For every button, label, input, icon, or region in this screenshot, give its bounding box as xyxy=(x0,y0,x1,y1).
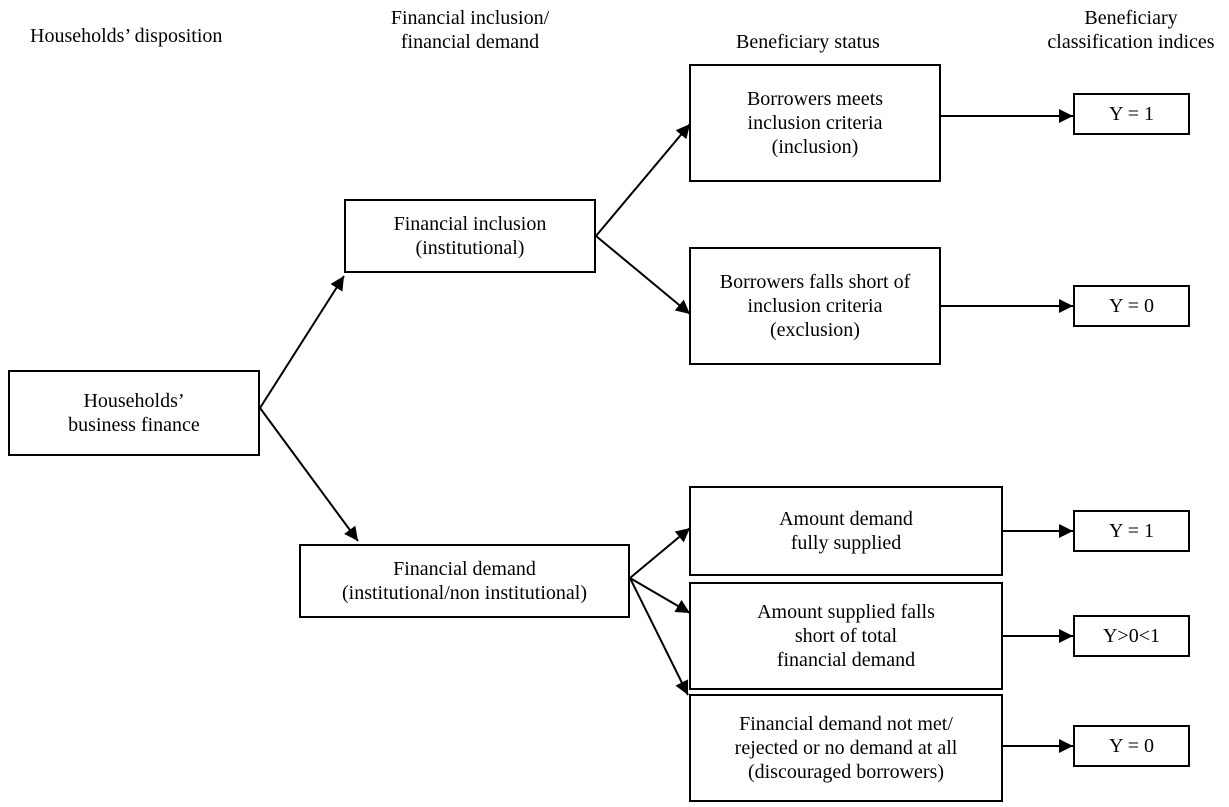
index-not-met: Y = 0 xyxy=(1073,725,1190,767)
header-beneficiary-status: Beneficiary status xyxy=(736,31,880,53)
index-meets: Y = 1 xyxy=(1073,93,1190,135)
node-demand-not-met: Financial demand not met/ rejected or no… xyxy=(689,694,1003,802)
node-amount-partially-supplied: Amount supplied falls short of total fin… xyxy=(689,582,1003,690)
node-households-business-finance: Households’ business finance xyxy=(8,370,260,456)
header-households-disposition: Households’ disposition xyxy=(30,25,223,47)
node-borrowers-falls-short: Borrowers falls short of inclusion crite… xyxy=(689,247,941,365)
arrow-root-to-demand xyxy=(259,407,359,542)
arrow-inclusion-to-meets xyxy=(595,123,691,237)
arrow-demand-to-not-met xyxy=(629,577,689,696)
node-financial-inclusion: Financial inclusion (institutional) xyxy=(344,199,596,273)
index-partially-supplied: Y>0<1 xyxy=(1073,615,1190,657)
arrow-demand-to-fully xyxy=(629,527,691,579)
index-fully-supplied: Y = 1 xyxy=(1073,510,1190,552)
arrow-root-to-inclusion xyxy=(259,275,345,409)
header-financial-inclusion-demand: Financial inclusion/ financial demand xyxy=(390,7,550,53)
node-financial-demand: Financial demand (institutional/non inst… xyxy=(299,544,630,618)
index-falls-short: Y = 0 xyxy=(1073,285,1190,327)
node-borrowers-meets-criteria: Borrowers meets inclusion criteria (incl… xyxy=(689,64,941,182)
header-classification-indices: Beneficiary classification indices xyxy=(1047,7,1215,53)
node-amount-fully-supplied: Amount demand fully supplied xyxy=(689,486,1003,576)
arrow-demand-to-partial xyxy=(629,577,691,614)
arrow-inclusion-to-falls-short xyxy=(595,235,691,315)
